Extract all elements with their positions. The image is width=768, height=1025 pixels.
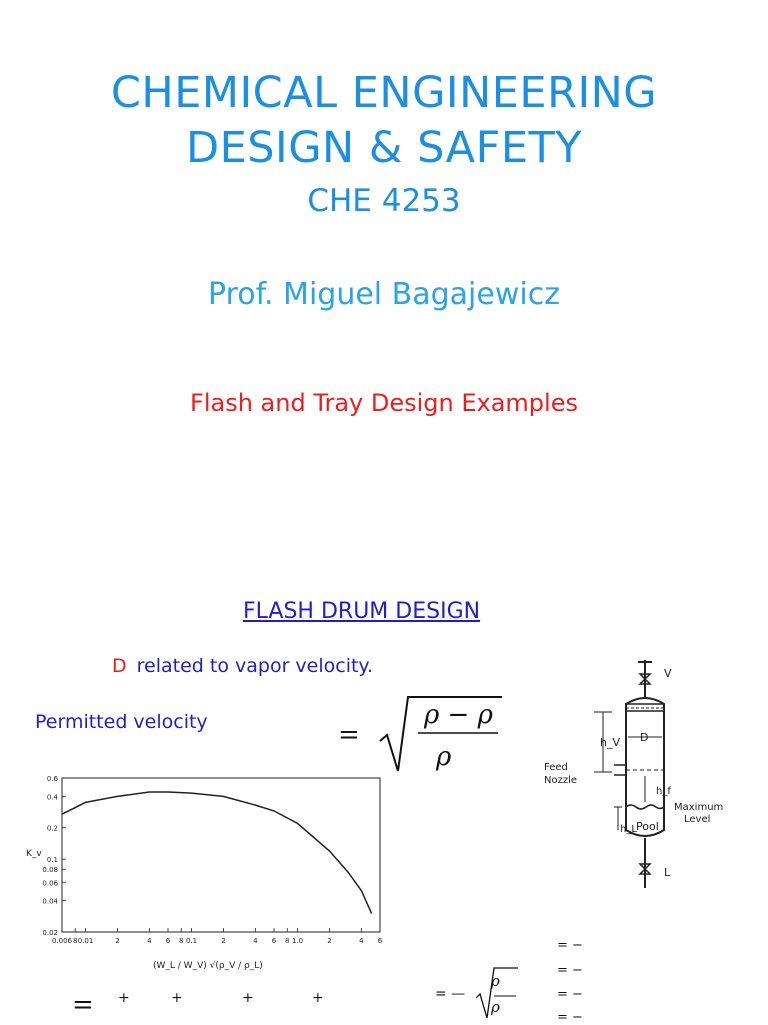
- x-tick-label: 0.01: [78, 937, 94, 945]
- x-axis-label: (W_L / W_V) √(ρ_V / ρ_L): [153, 960, 263, 971]
- y-tick-label: 0.6: [47, 775, 59, 783]
- eq2-radical: [475, 967, 518, 1019]
- permitted-velocity-label: Permitted velocity: [35, 711, 208, 733]
- x-tick-label: 0.1: [186, 937, 197, 945]
- label-nozzle: Nozzle: [544, 775, 577, 786]
- bottom-valve-icon: [638, 863, 652, 875]
- label-hf: h_f: [656, 786, 671, 797]
- x-tick-label: 4: [147, 937, 152, 945]
- eq2-num: ρ: [491, 972, 500, 990]
- x-tick-label: 6: [378, 937, 383, 945]
- right-eq-4: = −: [557, 1010, 583, 1025]
- label-pool: Pool: [636, 820, 659, 833]
- top-valve-icon: [638, 673, 652, 685]
- course-code: CHE 4253: [307, 183, 461, 219]
- x-tick-label: 8: [179, 937, 183, 945]
- title-line-2: DESIGN & SAFETY: [185, 123, 583, 173]
- professor-name: Prof. Miguel Bagajewicz: [208, 277, 560, 312]
- plus-4: +: [312, 990, 324, 1006]
- x-tick-label: 2: [221, 937, 225, 945]
- y-tick-label: 0.2: [47, 825, 58, 833]
- x-tick-label: 8: [285, 937, 289, 945]
- eq2-den: ρ: [491, 998, 500, 1016]
- formula-numerator: ρ − ρ: [424, 700, 493, 730]
- label-hl: h_L: [620, 824, 637, 835]
- x-tick-label: 6: [166, 937, 171, 945]
- y-tick-label: 0.1: [47, 856, 58, 864]
- flash-drum-diagram: V D h_V Feed Nozzle h_f Maximum Level h_…: [534, 652, 742, 897]
- formula-denominator: ρ: [436, 742, 452, 772]
- subtitle: Flash and Tray Design Examples: [190, 389, 578, 417]
- y-axis-label: K_v: [26, 849, 42, 859]
- label-l: L: [664, 866, 671, 879]
- x-tick-label: 4: [359, 937, 364, 945]
- formula-equals: =: [338, 720, 360, 750]
- right-eq-1: = −: [557, 938, 583, 953]
- label-d: D: [640, 731, 648, 744]
- y-tick-label: 0.08: [42, 866, 58, 874]
- x-tick-label: 2: [327, 937, 331, 945]
- y-tick-label: 0.04: [42, 898, 58, 906]
- plus-2: +: [171, 990, 183, 1006]
- label-level: Level: [684, 814, 710, 825]
- vessel-body: [625, 697, 665, 837]
- x-tick-label: 0.006: [52, 937, 73, 945]
- y-tick-label: 0.4: [47, 793, 59, 801]
- x-tick-label: 6: [272, 937, 277, 945]
- kv-curve: [61, 791, 373, 914]
- label-maximum: Maximum: [674, 802, 723, 813]
- eq2-left: = —: [435, 986, 466, 1002]
- right-eq-2: = −: [557, 963, 583, 978]
- plus-1: +: [118, 990, 130, 1006]
- label-v: V: [664, 667, 672, 680]
- d-symbol: D: [112, 655, 127, 677]
- section-heading: FLASH DRUM DESIGN: [243, 599, 481, 624]
- y-tick-label: 0.06: [42, 879, 58, 887]
- chart-frame: [61, 777, 381, 933]
- label-hv: h_V: [600, 736, 620, 749]
- right-eq-3: = −: [557, 987, 583, 1002]
- plus-3: +: [242, 990, 254, 1006]
- y-tick-label: 0.02: [42, 929, 58, 937]
- x-tick-label: 8: [73, 937, 77, 945]
- title-line-1: CHEMICAL ENGINEERING: [110, 68, 658, 118]
- radical-sign: [379, 696, 502, 772]
- liquid-level: [625, 804, 665, 810]
- d-line-text: related to vapor velocity.: [136, 655, 374, 677]
- x-tick-label: 4: [253, 937, 258, 945]
- bottom-equals: =: [72, 990, 94, 1020]
- label-feed: Feed: [544, 762, 568, 773]
- x-tick-label: 1.0: [292, 937, 303, 945]
- x-tick-label: 2: [115, 937, 119, 945]
